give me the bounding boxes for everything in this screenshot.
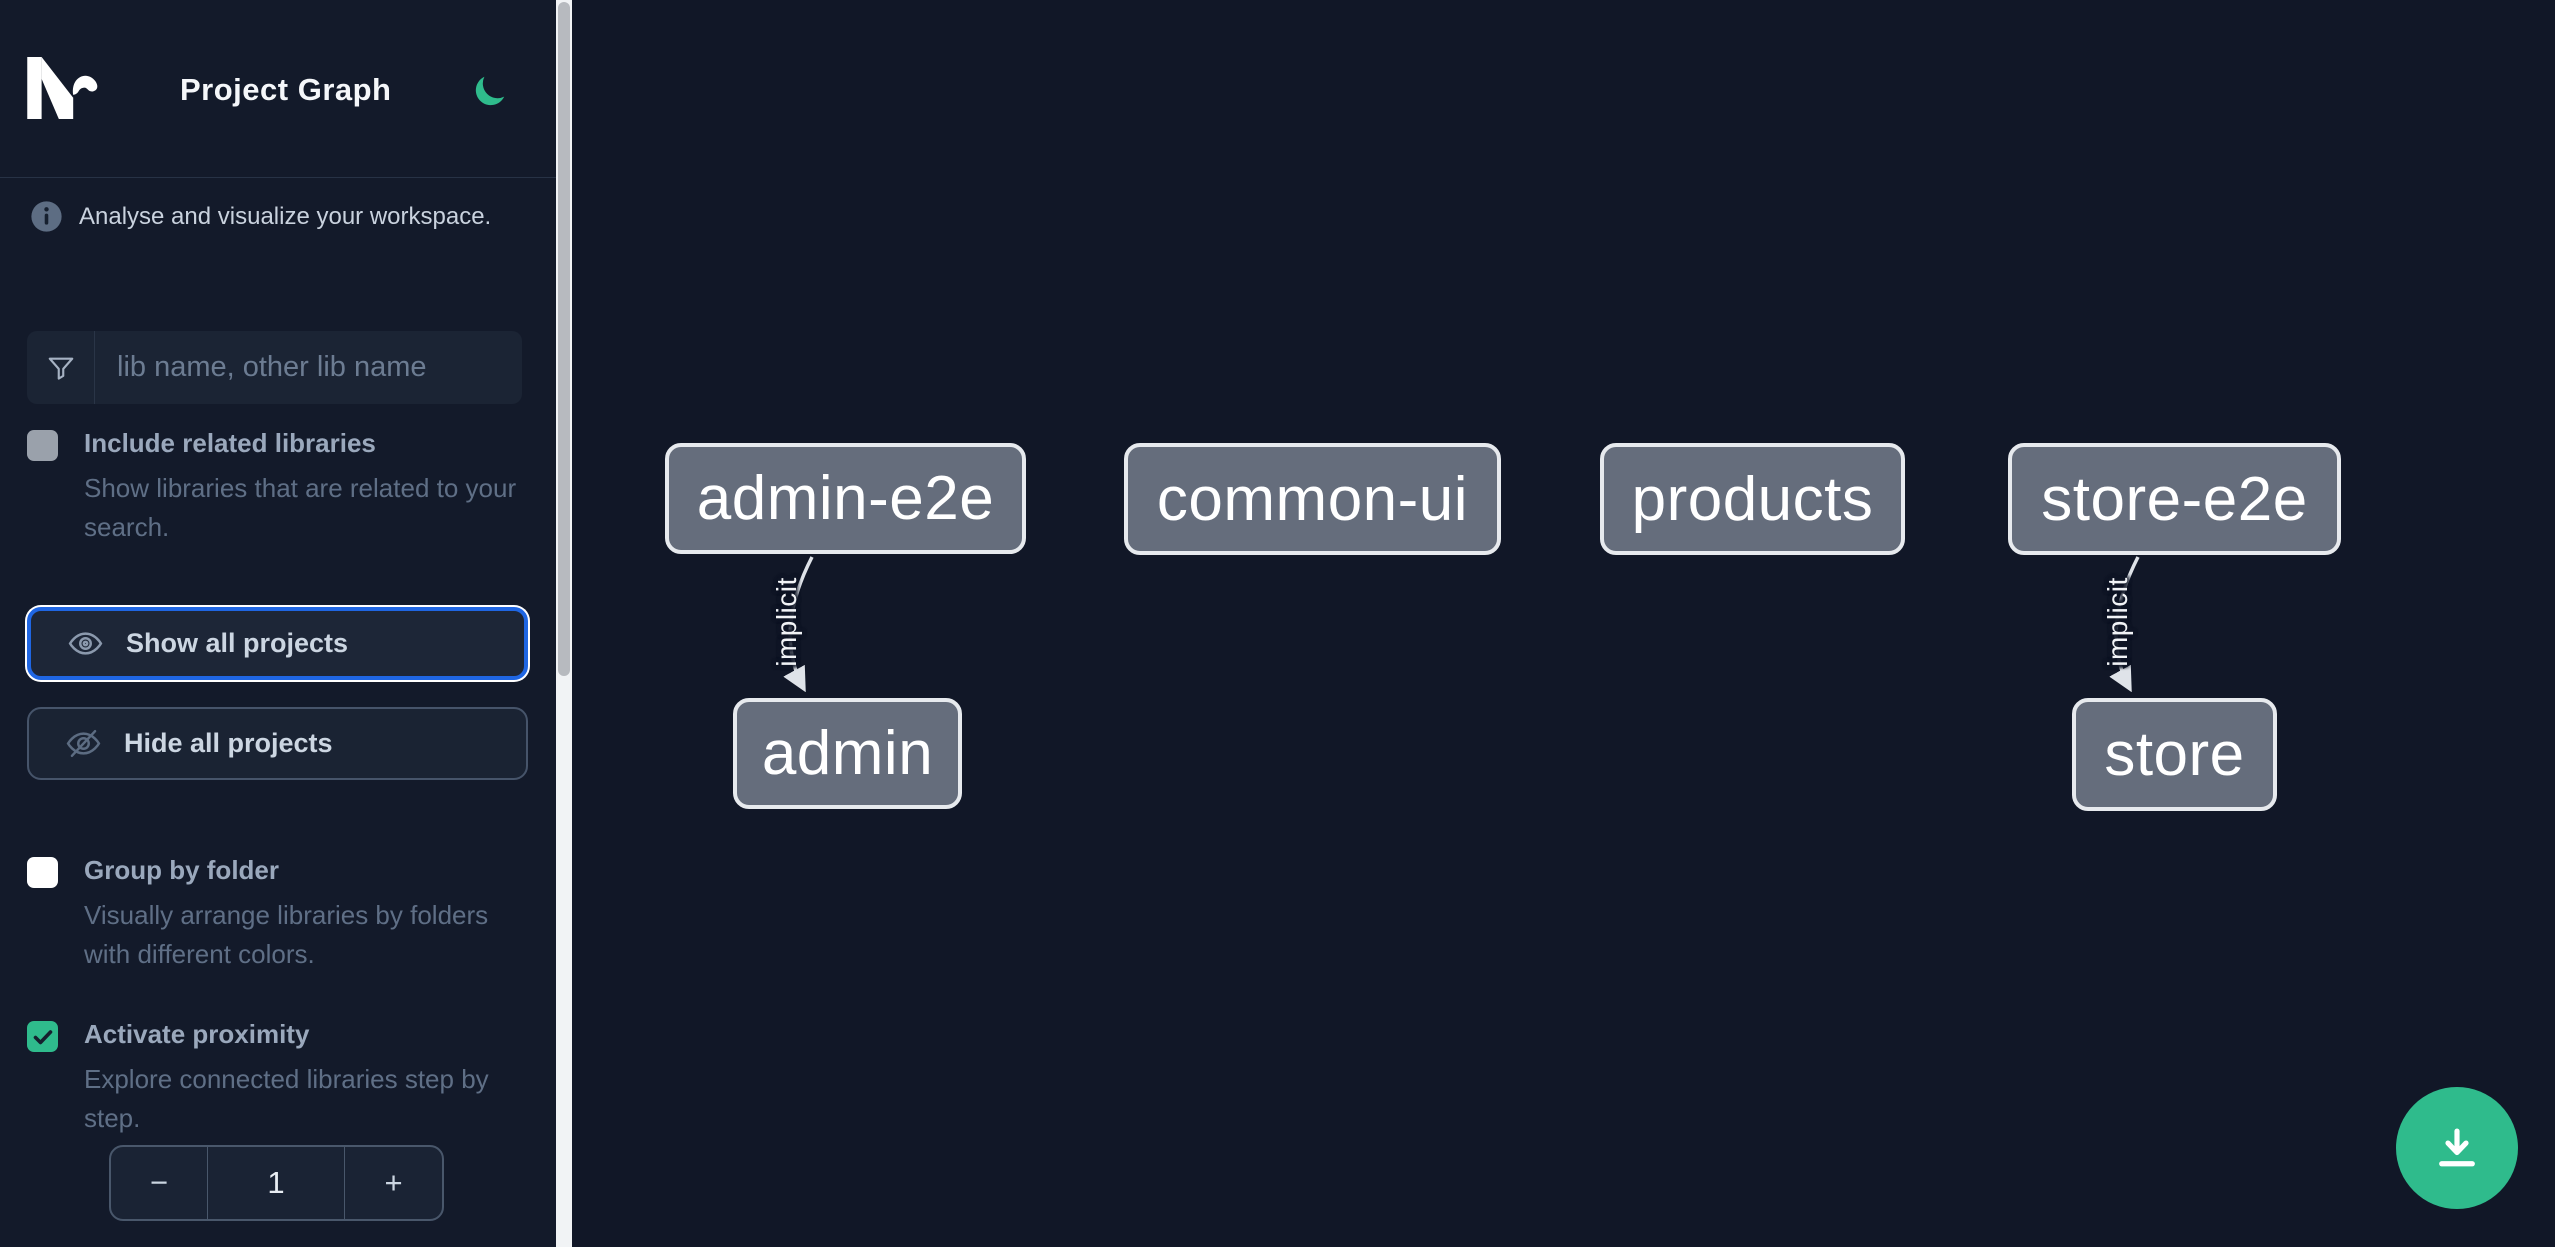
node-common-ui[interactable]: common-ui (1124, 443, 1501, 555)
proximity-depth-value: 1 (267, 1165, 285, 1200)
group-by-folder-label[interactable]: Group by folder (84, 855, 279, 885)
show-all-projects-label: Show all projects (126, 628, 349, 658)
activate-proximity-description: Explore connected libraries step by step… (84, 1064, 489, 1133)
sidebar-header: Project Graph (0, 0, 556, 178)
theme-toggle-button[interactable] (466, 70, 512, 116)
filter-input-group (27, 331, 522, 404)
sidebar-scrollbar-track (556, 0, 572, 1247)
check-icon (33, 1029, 52, 1044)
activate-proximity-row: Activate proximity Explore connected lib… (27, 1019, 527, 1138)
graph-canvas[interactable] (572, 0, 2555, 1247)
edge-label-implicit-store: implicit (2102, 577, 2133, 667)
info-icon (31, 201, 62, 232)
group-by-folder-row: Group by folder Visually arrange librari… (27, 855, 527, 974)
hide-all-projects-button[interactable]: Hide all projects (27, 707, 528, 780)
tagline-text: Analyse and visualize your workspace. (79, 202, 492, 230)
include-related-libraries-checkbox[interactable] (27, 430, 58, 461)
node-store[interactable]: store (2072, 698, 2277, 811)
activate-proximity-checkbox[interactable] (27, 1021, 58, 1052)
node-products[interactable]: products (1600, 443, 1905, 555)
sidebar-scrollbar-thumb[interactable] (558, 2, 570, 676)
nx-logo-icon (27, 57, 98, 119)
tagline-row: Analyse and visualize your workspace. (30, 200, 530, 233)
increment-button[interactable]: + (344, 1147, 442, 1219)
show-all-projects-button[interactable]: Show all projects (27, 607, 528, 680)
node-admin-e2e[interactable]: admin-e2e (665, 443, 1026, 554)
sidebar: Project Graph Analyse and visualize your… (0, 0, 556, 1247)
download-icon (2439, 1128, 2475, 1167)
eye-off-icon (66, 729, 101, 758)
node-store-e2e[interactable]: store-e2e (2008, 443, 2341, 555)
funnel-icon (27, 331, 95, 404)
header-divider (0, 177, 556, 178)
eye-icon (68, 632, 103, 655)
decrement-button[interactable]: − (111, 1147, 208, 1219)
download-graph-button[interactable] (2396, 1087, 2518, 1209)
group-by-folder-description: Visually arrange libraries by folders wi… (84, 900, 489, 969)
group-by-folder-checkbox[interactable] (27, 857, 58, 888)
filter-input[interactable] (95, 331, 522, 404)
activate-proximity-label[interactable]: Activate proximity (84, 1019, 310, 1049)
moon-icon (475, 76, 505, 105)
proximity-depth-stepper: − 1 + (109, 1145, 444, 1221)
include-related-libraries-label[interactable]: Include related libraries (84, 428, 376, 458)
node-admin[interactable]: admin (733, 698, 962, 809)
include-related-libraries-description: Show libraries that are related to your … (84, 473, 517, 542)
app-title: Project Graph (180, 72, 392, 107)
hide-all-projects-label: Hide all projects (124, 728, 333, 758)
edge-label-implicit-admin: implicit (771, 577, 802, 667)
include-related-libraries-row: Include related libraries Show libraries… (27, 428, 527, 547)
